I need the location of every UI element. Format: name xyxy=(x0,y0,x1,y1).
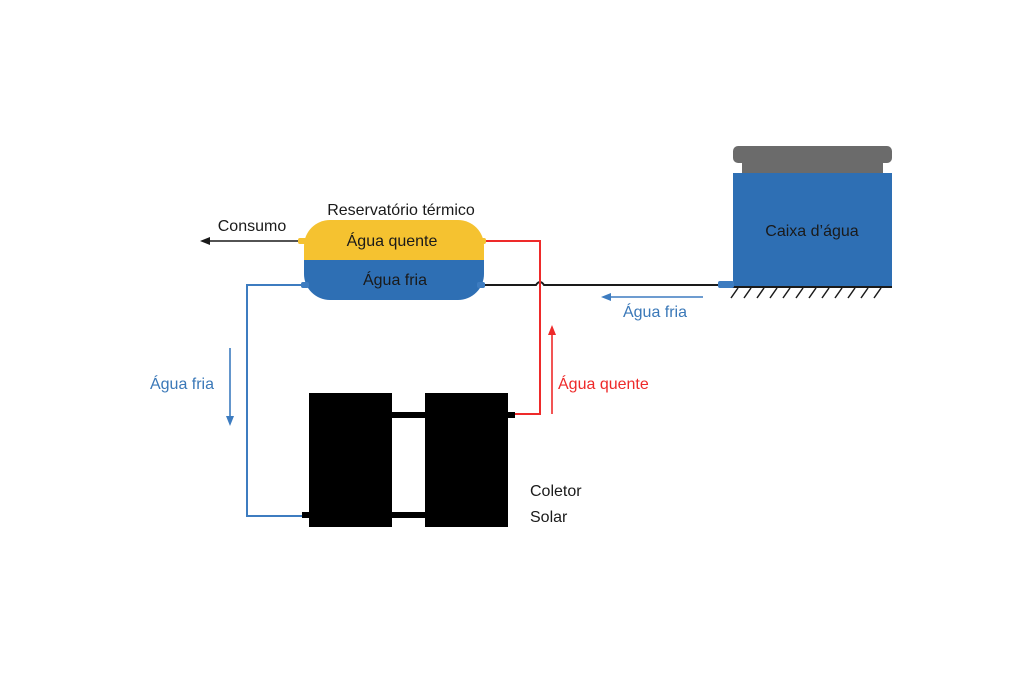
collector-label-line1: Coletor xyxy=(530,483,582,500)
hot-up-label: Água quente xyxy=(558,374,649,393)
consumption-arrow xyxy=(200,237,298,245)
hot-inlet-nozzle xyxy=(478,238,486,244)
hot-water-pipe xyxy=(481,240,541,415)
consumption-label: Consumo xyxy=(218,218,287,235)
collector-connector-bottom xyxy=(390,512,427,518)
supply-pipe xyxy=(478,281,722,286)
reservoir-title: Reservatório térmico xyxy=(327,202,475,219)
hot-outlet-nozzle xyxy=(298,238,308,244)
collector-label-line2: Solar xyxy=(530,509,568,526)
collector-panel-left xyxy=(309,393,392,527)
cold-water-pipe xyxy=(246,284,308,517)
solar-collector xyxy=(302,393,515,527)
cold-down-label: Água fria xyxy=(150,374,214,393)
water-tank-lid-step xyxy=(742,163,883,173)
ground-hatch xyxy=(730,287,882,299)
collector-connector-top xyxy=(390,412,427,418)
cold-water-zone xyxy=(304,260,484,300)
hot-water-zone xyxy=(304,220,484,260)
cold-outlet-nozzle xyxy=(301,282,309,288)
cold-water-label: Água fria xyxy=(363,270,427,289)
hot-flow-arrow xyxy=(548,325,556,414)
tank-outflow-label: Água fria xyxy=(623,302,687,321)
water-tank-label: Caixa d’água xyxy=(765,223,859,240)
tank-outlet-nozzle xyxy=(718,281,734,288)
cold-flow-arrow xyxy=(226,348,234,426)
cold-inlet-nozzle xyxy=(477,282,485,288)
water-tank: Caixa d’água xyxy=(728,146,892,299)
tank-flow-arrow xyxy=(601,293,703,301)
collector-outlet-nozzle xyxy=(506,412,515,418)
thermal-reservoir: Água quente Água fria xyxy=(298,220,486,300)
water-tank-body xyxy=(733,173,892,286)
water-tank-lid xyxy=(733,146,892,163)
collector-inlet-nozzle xyxy=(302,512,311,518)
hot-water-label: Água quente xyxy=(347,231,438,250)
collector-panel-right xyxy=(425,393,508,527)
